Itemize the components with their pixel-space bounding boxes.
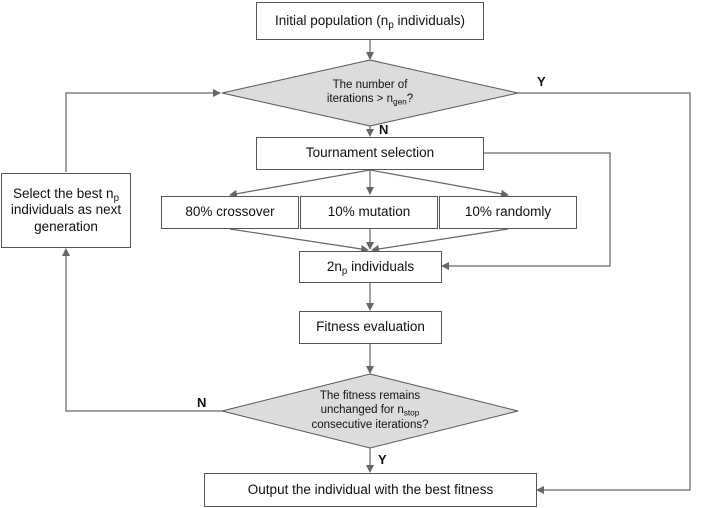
crossover-box: 80% crossover	[161, 196, 299, 229]
arrow-decision-no-to-select-best	[62, 248, 222, 412]
fitness-evaluation-box: Fitness evaluation	[299, 311, 442, 344]
two-np-individuals-box: 2np individuals	[299, 251, 442, 283]
mutation-box: 10% mutation	[300, 196, 438, 229]
randomly-label: 10% randomly	[464, 204, 552, 220]
initial-population-box: Initial population (np individuals)	[256, 2, 484, 40]
arrow-tournament-to-crossover	[229, 169, 371, 198]
edge-label-iterations-no: N	[379, 122, 389, 137]
edge-label-fitness-no: N	[197, 395, 207, 410]
select-best-box: Select the best np individuals as next g…	[1, 173, 131, 248]
decision-fitness-label: The fitness remains unchanged for nstop …	[311, 390, 429, 431]
initial-population-label: Initial population (np individuals)	[274, 12, 466, 31]
mutation-label: 10% mutation	[327, 204, 411, 220]
edge-label-fitness-yes: Y	[378, 452, 387, 467]
output-box: Output the individual with the best fitn…	[204, 473, 537, 507]
tournament-selection-label: Tournament selection	[305, 145, 435, 161]
tournament-selection-box: Tournament selection	[256, 137, 484, 170]
select-best-label: Select the best np individuals as next g…	[10, 186, 122, 234]
arrow-crossover-to-2np	[229, 228, 369, 253]
arrow-randomly-to-2np	[371, 228, 509, 253]
fitness-evaluation-label: Fitness evaluation	[316, 319, 425, 335]
arrow-tournament-bypass-to-2np	[441, 152, 611, 270]
arrow-tournament-to-randomly	[369, 169, 509, 198]
arrow-iterations-yes-to-output	[518, 92, 691, 494]
output-label: Output the individual with the best fitn…	[247, 481, 494, 497]
crossover-label: 80% crossover	[185, 204, 275, 220]
two-np-individuals-label: 2np individuals	[326, 258, 415, 277]
edge-label-iterations-yes: Y	[537, 74, 546, 89]
arrow-select-best-to-iterations	[65, 89, 221, 172]
decision-iterations-label: The number of iterations > ngen?	[326, 79, 414, 107]
randomly-box: 10% randomly	[439, 196, 577, 229]
